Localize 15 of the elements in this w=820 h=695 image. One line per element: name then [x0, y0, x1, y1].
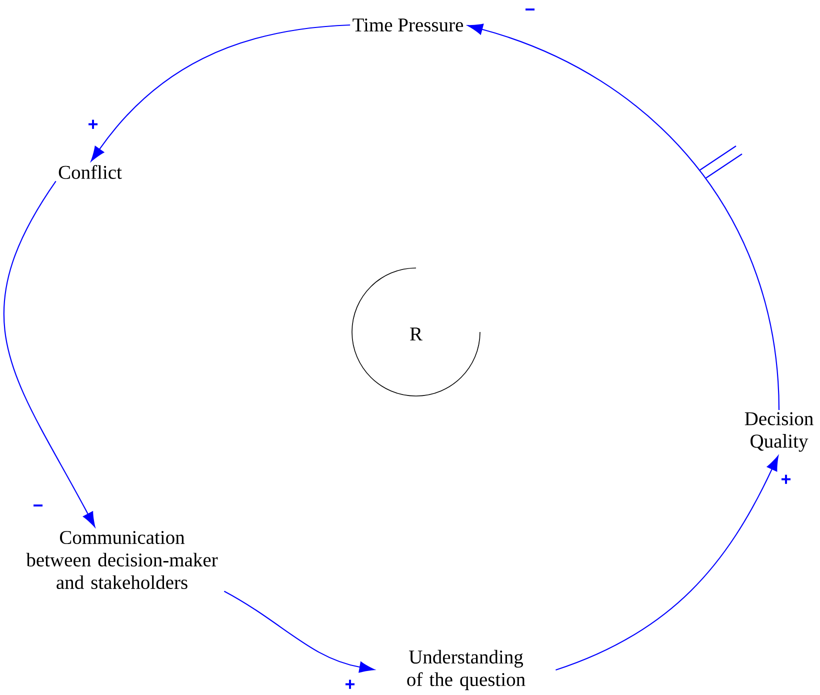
variable-label: Decision Quality: [744, 412, 814, 452]
arrow: [224, 590, 374, 673]
variable-label: Communication between decision-maker and stakeholders: [26, 530, 218, 590]
polarity-sign: +: [782, 474, 791, 484]
polarity-sign: +: [346, 680, 355, 689]
variable-label: Time Pressure: [352, 18, 464, 32]
variable-label: Conflict: [58, 165, 122, 179]
polarity-sign: −: [526, 8, 535, 10]
arrow: [556, 456, 779, 670]
arrow: [4, 180, 96, 528]
arrow: [468, 24, 780, 410]
variable-label: Understanding of the question: [407, 650, 526, 690]
polarity-sign: −: [34, 504, 43, 506]
polarity-sign: +: [88, 120, 98, 129]
arrow: [90, 24, 350, 162]
